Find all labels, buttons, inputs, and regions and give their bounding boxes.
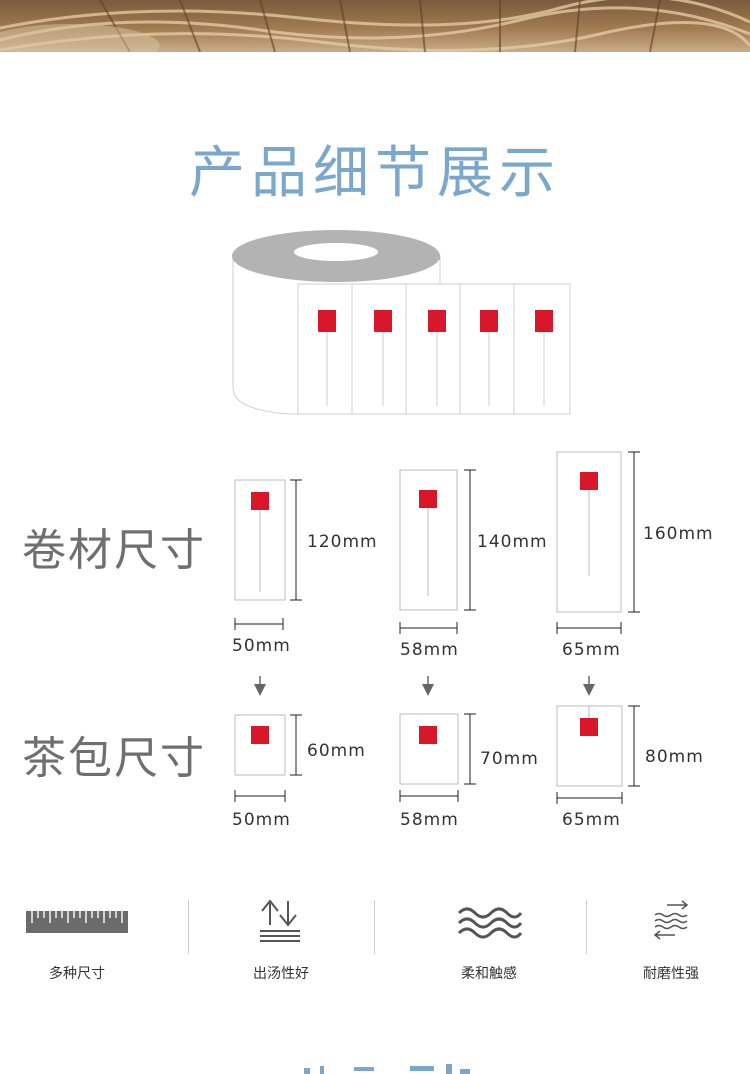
- size-diagrams: [234, 451, 640, 804]
- bag-1-height: 60mm: [307, 741, 366, 761]
- feature-label: 多种尺寸: [49, 966, 105, 982]
- feature-wear-resistant: 耐磨性强: [606, 895, 736, 982]
- ruler-icon: [26, 911, 128, 933]
- roll-1-width: 50mm: [232, 636, 291, 656]
- feature-soft-touch: 柔和触感: [424, 895, 554, 982]
- divider: [188, 900, 189, 954]
- feature-infusion: 出汤性好: [216, 895, 346, 982]
- bag-3-width: 65mm: [562, 810, 621, 830]
- bag-2-width: 58mm: [400, 810, 459, 830]
- section-title: 产品细节展示: [189, 141, 561, 206]
- divider: [586, 900, 587, 954]
- roll-size-card-1: [234, 479, 302, 630]
- feature-label: 出汤性好: [253, 966, 309, 982]
- roll-size-label: 卷材尺寸: [22, 525, 206, 576]
- roll-2-width: 58mm: [400, 640, 459, 660]
- feature-multiple-sizes: 多种尺寸: [12, 895, 142, 982]
- feature-label: 耐磨性强: [643, 966, 699, 982]
- roll-3-height: 160mm: [643, 524, 714, 544]
- bag-3-height: 80mm: [645, 747, 704, 767]
- bag-size-card-2: [399, 713, 476, 802]
- bag-2-height: 70mm: [480, 749, 539, 769]
- bag-size-label: 茶包尺寸: [22, 733, 206, 784]
- arrows-up-down-icon: [260, 899, 300, 942]
- roll-size-card-2: [399, 469, 476, 634]
- bag-size-card-3: [556, 705, 640, 804]
- next-section-title-cropped: [304, 1064, 470, 1074]
- label-roll-illustration: [232, 230, 571, 415]
- waves-icon: [457, 907, 523, 939]
- roll-3-width: 65mm: [562, 640, 621, 660]
- bag-1-width: 50mm: [232, 810, 291, 830]
- banner-photo: [0, 0, 750, 52]
- roll-2-height: 140mm: [477, 532, 548, 552]
- roll-1-height: 120mm: [307, 532, 378, 552]
- roll-size-card-3: [556, 451, 640, 634]
- divider: [374, 900, 375, 954]
- feature-label: 柔和触感: [461, 966, 517, 982]
- bag-size-card-1: [234, 714, 302, 802]
- wear-resistance-icon: [653, 900, 689, 940]
